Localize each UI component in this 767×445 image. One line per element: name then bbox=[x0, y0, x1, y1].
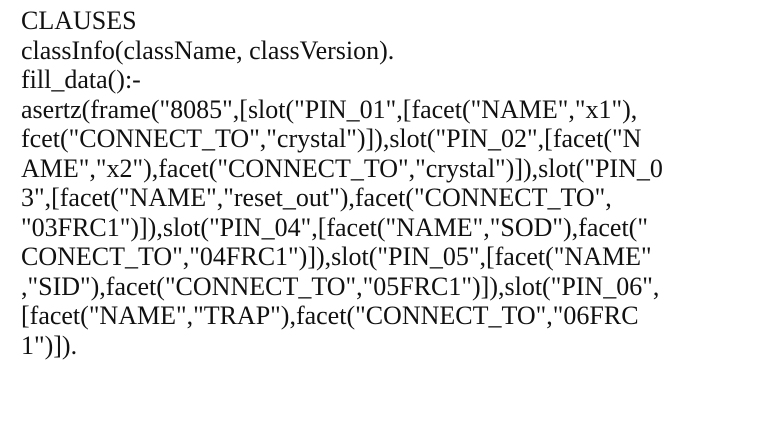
code-listing: CLAUSES classInfo(className, classVersio… bbox=[21, 6, 761, 360]
fill-data-rule-head: fill_data():- bbox=[21, 65, 141, 94]
asertz-line-1: asertz(frame("8085",[slot("PIN_01",[face… bbox=[21, 94, 638, 124]
asertz-line-2: fcet("CONNECT_TO","crystal")]),slot("PIN… bbox=[21, 124, 642, 153]
asertz-line-6: CONECT_TO","04FRC1")]),slot("PIN_05",[fa… bbox=[21, 242, 652, 271]
asertz-line-5: "03FRC1")]),slot("PIN_04",[facet("NAME",… bbox=[21, 212, 648, 242]
asertz-line-3: AME","x2"),facet("CONNECT_TO","crystal")… bbox=[21, 153, 663, 183]
asertz-line-7: ,"SID"),facet("CONNECT_TO","05FRC1")]),s… bbox=[21, 271, 660, 301]
clauses-heading: CLAUSES bbox=[21, 6, 137, 35]
asertz-line-9: 1")]). bbox=[21, 330, 78, 360]
asertz-line-4: 3",[facet("NAME","reset_out"),facet("CON… bbox=[21, 183, 612, 212]
asertz-line-8: [facet("NAME","TRAP"),facet("CONNECT_TO"… bbox=[21, 301, 639, 330]
classinfo-clause: classInfo(className, classVersion). bbox=[21, 35, 395, 65]
